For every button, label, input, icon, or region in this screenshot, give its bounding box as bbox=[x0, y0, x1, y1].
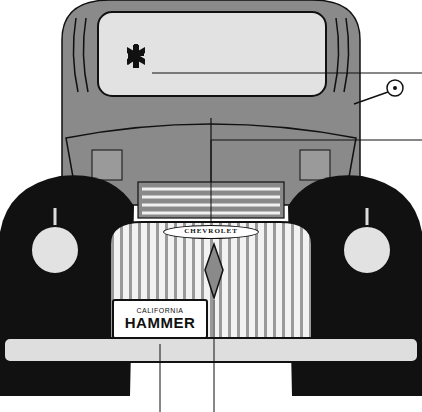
tire bbox=[346, 360, 404, 396]
grille bbox=[110, 222, 312, 345]
headlight bbox=[343, 226, 391, 274]
bumper bbox=[4, 338, 418, 362]
cab-vent bbox=[334, 18, 349, 92]
headlight bbox=[31, 226, 79, 274]
cab-vent bbox=[73, 18, 88, 92]
mirror bbox=[393, 86, 397, 90]
side-grille bbox=[300, 150, 330, 180]
badge-text: CALIFORNIA bbox=[136, 307, 183, 314]
license-plate: CALIFORNIAHAMMER bbox=[112, 299, 208, 339]
side-grille bbox=[92, 150, 122, 180]
windshield bbox=[98, 12, 326, 96]
plate-text: HAMMER bbox=[125, 315, 196, 331]
tire bbox=[18, 360, 76, 396]
headlight-mount bbox=[54, 208, 57, 226]
badge-text: CHEVROLET bbox=[184, 228, 238, 235]
leader-line bbox=[152, 73, 422, 412]
headlight-mount bbox=[366, 208, 369, 226]
emblem-badge: CHEVROLET bbox=[163, 225, 259, 239]
mirror-arm bbox=[354, 92, 388, 104]
iron-cross bbox=[127, 44, 145, 68]
mirror bbox=[387, 80, 403, 96]
hood-ornament bbox=[205, 244, 223, 298]
iron-cross bbox=[128, 45, 144, 68]
